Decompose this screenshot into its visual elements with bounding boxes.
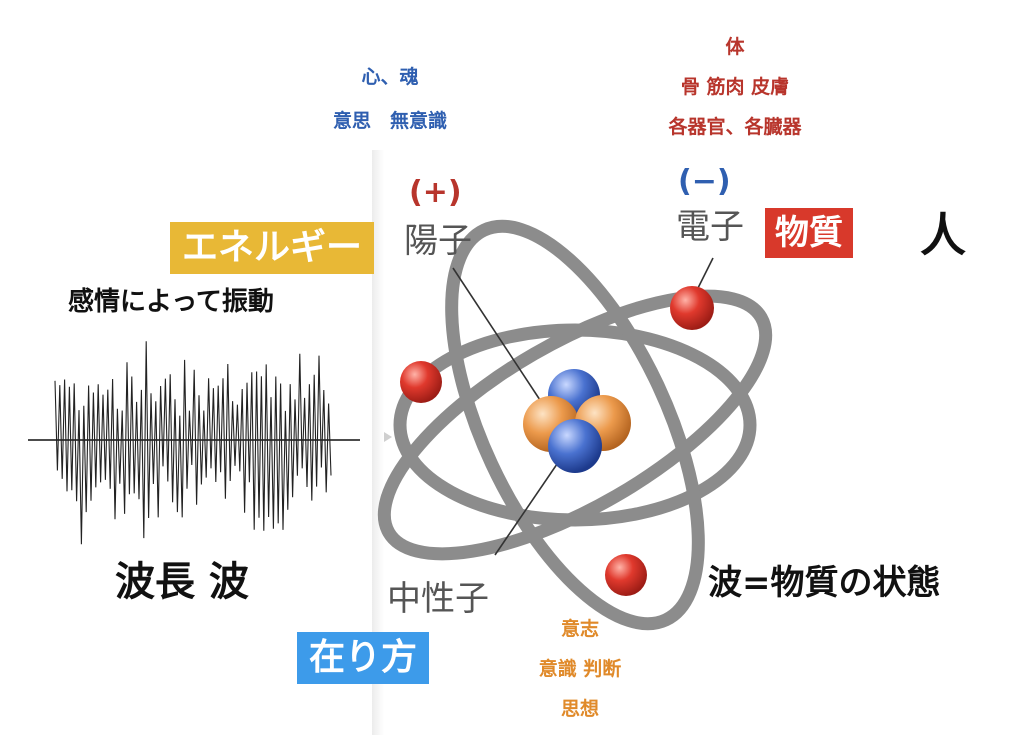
- wave-signal: [28, 341, 360, 545]
- neutron-note-3: 思想: [560, 698, 599, 720]
- way-badge: 在り方: [297, 632, 430, 684]
- neutron-label: 中性子: [387, 579, 489, 619]
- proton-label: 陽子: [404, 221, 472, 261]
- electron-pointer: [697, 257, 714, 289]
- neutron-ball-front: [548, 419, 602, 473]
- proton-pointer: [452, 267, 541, 401]
- wave-state-caption: 波=物質の状態: [708, 563, 941, 603]
- energy-badge: エネルギー: [170, 222, 375, 274]
- body-line-2: 骨 筋肉 皮膚: [680, 76, 790, 98]
- neutron-note-1: 意志: [560, 618, 599, 640]
- body-line-3: 各器官、各臓器: [668, 116, 802, 138]
- panel-arrow-icon: [384, 432, 392, 442]
- panel-edge: [372, 150, 384, 735]
- electron-sign: (−): [678, 164, 731, 199]
- spirit-line-2: 意思 無意識: [332, 110, 447, 132]
- electron-ball-bottom: [605, 554, 647, 596]
- electron-ball-upper-right: [670, 286, 714, 330]
- wave-caption: 波長 波: [115, 559, 249, 605]
- body-line-1: 体: [725, 36, 745, 58]
- electron-label: 電子: [676, 207, 744, 247]
- orbit-tilted-right: [445, 219, 705, 631]
- spirit-line-1: 心、魂: [361, 66, 419, 88]
- person-label: 人: [920, 208, 966, 262]
- vibration-caption: 感情によって振動: [68, 287, 274, 317]
- electron-ball-left: [400, 361, 442, 403]
- neutron-note-2: 意識 判断: [538, 658, 622, 680]
- proton-sign: (+): [409, 175, 462, 210]
- wave-line: [54, 341, 332, 545]
- nucleus: [523, 369, 631, 473]
- orbit-tilted-left: [377, 289, 773, 561]
- matter-badge: 物質: [765, 208, 853, 258]
- orbits: [377, 219, 773, 631]
